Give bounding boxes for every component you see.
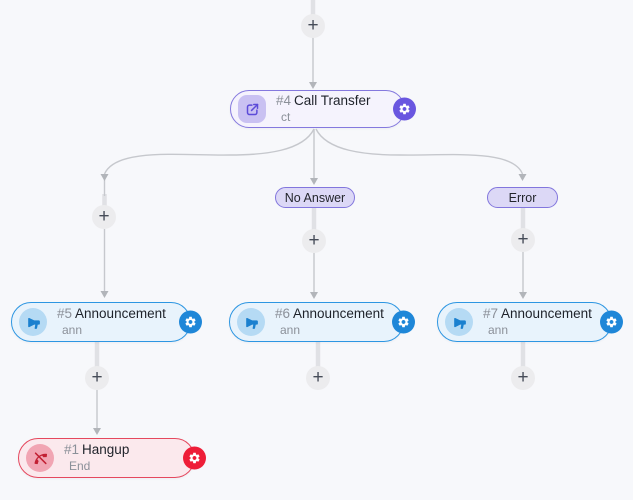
add-node-button-top[interactable]: +: [301, 14, 325, 38]
node-title: Hangup: [82, 442, 130, 458]
megaphone-icon: [445, 308, 473, 336]
branch-label-no-answer: No Answer: [275, 187, 355, 208]
gear-icon: [185, 316, 196, 328]
plus-icon: +: [312, 366, 324, 388]
gear-icon: [189, 452, 200, 464]
node-title: Announcement: [501, 306, 592, 322]
add-node-button-below-announcement5[interactable]: +: [85, 366, 109, 390]
node-number: #7: [483, 306, 499, 322]
add-node-button-below-announcement6[interactable]: +: [306, 366, 330, 390]
plus-icon: +: [91, 366, 103, 388]
gear-icon: [606, 316, 617, 328]
branch-label-error: Error: [487, 187, 558, 208]
node-subtitle: ann: [488, 323, 509, 338]
node-subtitle: ct: [281, 110, 291, 125]
node-subtitle: ann: [62, 323, 83, 338]
megaphone-icon: [237, 308, 265, 336]
plus-icon: +: [517, 228, 529, 250]
gear-icon: [398, 316, 409, 328]
node-number: #6: [275, 306, 291, 322]
node-number: #4: [276, 93, 292, 109]
add-node-button-error-branch[interactable]: +: [511, 228, 535, 252]
node-subtitle: ann: [280, 323, 301, 338]
settings-button[interactable]: [600, 310, 623, 334]
node-subtitle: End: [69, 459, 91, 474]
settings-button[interactable]: [392, 310, 415, 334]
add-node-button-below-announcement7[interactable]: +: [511, 366, 535, 390]
megaphone-icon: [19, 308, 47, 336]
settings-button[interactable]: [393, 97, 416, 121]
settings-button[interactable]: [183, 446, 206, 470]
phone-hangup-icon: [26, 444, 54, 472]
add-node-button-noanswer-branch[interactable]: +: [302, 229, 326, 253]
plus-icon: +: [517, 366, 529, 388]
node-title: Call Transfer: [294, 93, 371, 109]
plus-icon: +: [98, 205, 110, 227]
gear-icon: [399, 103, 410, 115]
node-title: Announcement: [293, 306, 384, 322]
add-node-button-left-branch[interactable]: +: [92, 205, 116, 229]
node-title: Announcement: [75, 306, 166, 322]
plus-icon: +: [308, 229, 320, 251]
node-number: #1: [64, 442, 80, 458]
plus-icon: +: [307, 14, 319, 36]
settings-button[interactable]: [179, 310, 202, 334]
external-link-icon: [238, 95, 266, 123]
node-number: #5: [57, 306, 73, 322]
